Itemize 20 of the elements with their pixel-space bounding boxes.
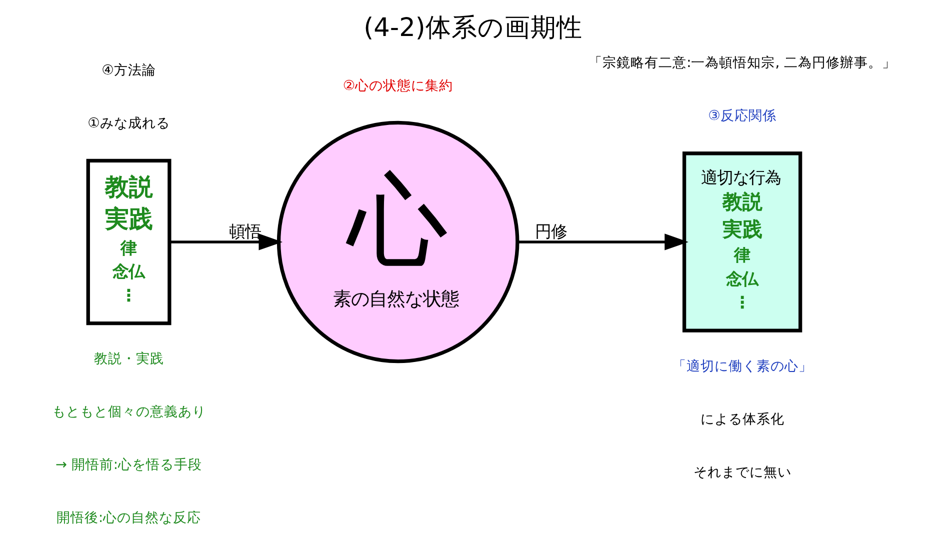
label: ④方法論 [101, 62, 156, 78]
edge-label: 頓悟 [228, 222, 261, 241]
label: 「宗鏡略有二意:一為頓悟知宗, 二為円修辦事。」 [588, 55, 896, 72]
label: もともと個々の意義あり [51, 404, 206, 420]
arrow [517, 234, 688, 250]
label: ①みな成れる [87, 115, 170, 132]
label: ②心の状態に集約 [342, 78, 453, 94]
label: ③反応関係 [708, 108, 776, 124]
label: による体系化 [700, 411, 784, 428]
edge-label: 円修 [534, 222, 566, 241]
diagram-title: (4-2)体系の画期性 [363, 12, 582, 43]
node-box: 教説 実践 律 念仏 ⋮ [86, 158, 171, 326]
node-circle: 心 素の自然な状態 [276, 120, 519, 364]
node-box: 適切な行為 教説 実践 律 念仏 ⋮ [682, 152, 802, 332]
arrow [168, 234, 282, 250]
label: 開悟後:心の自然な反応 [56, 510, 201, 526]
label: → 開悟前:心を悟る手段 [55, 456, 202, 473]
label: 「適切に働く素の心」 [672, 358, 812, 374]
label: 教説・実践 [93, 351, 164, 368]
label: それまでに無い [692, 464, 791, 480]
